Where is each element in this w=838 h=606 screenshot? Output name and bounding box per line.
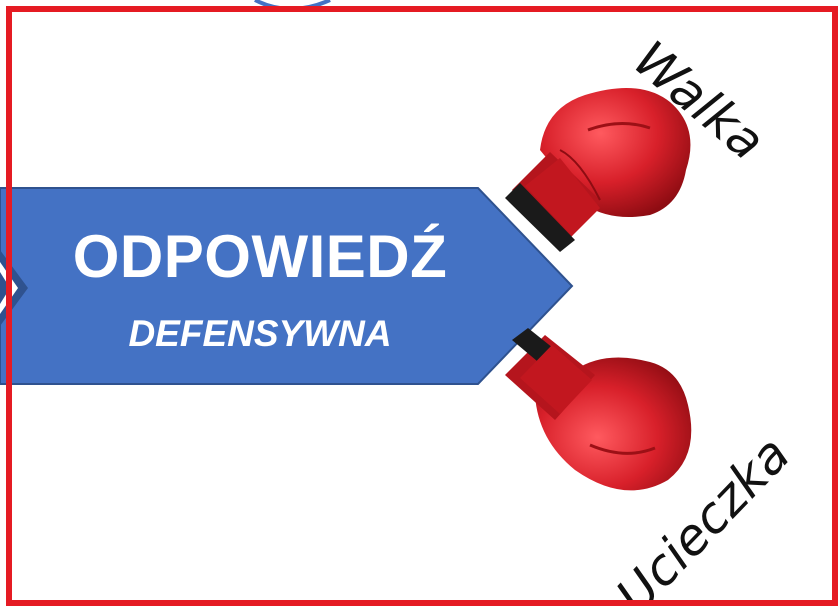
boxing-glove-icon bbox=[505, 87, 691, 252]
banner-title: ODPOWIEDŹ bbox=[72, 223, 448, 290]
circle-edge-shape bbox=[254, 0, 331, 11]
banner-subtitle: DEFENSYWNA bbox=[128, 313, 392, 354]
boxing-glove-icon bbox=[505, 328, 692, 491]
